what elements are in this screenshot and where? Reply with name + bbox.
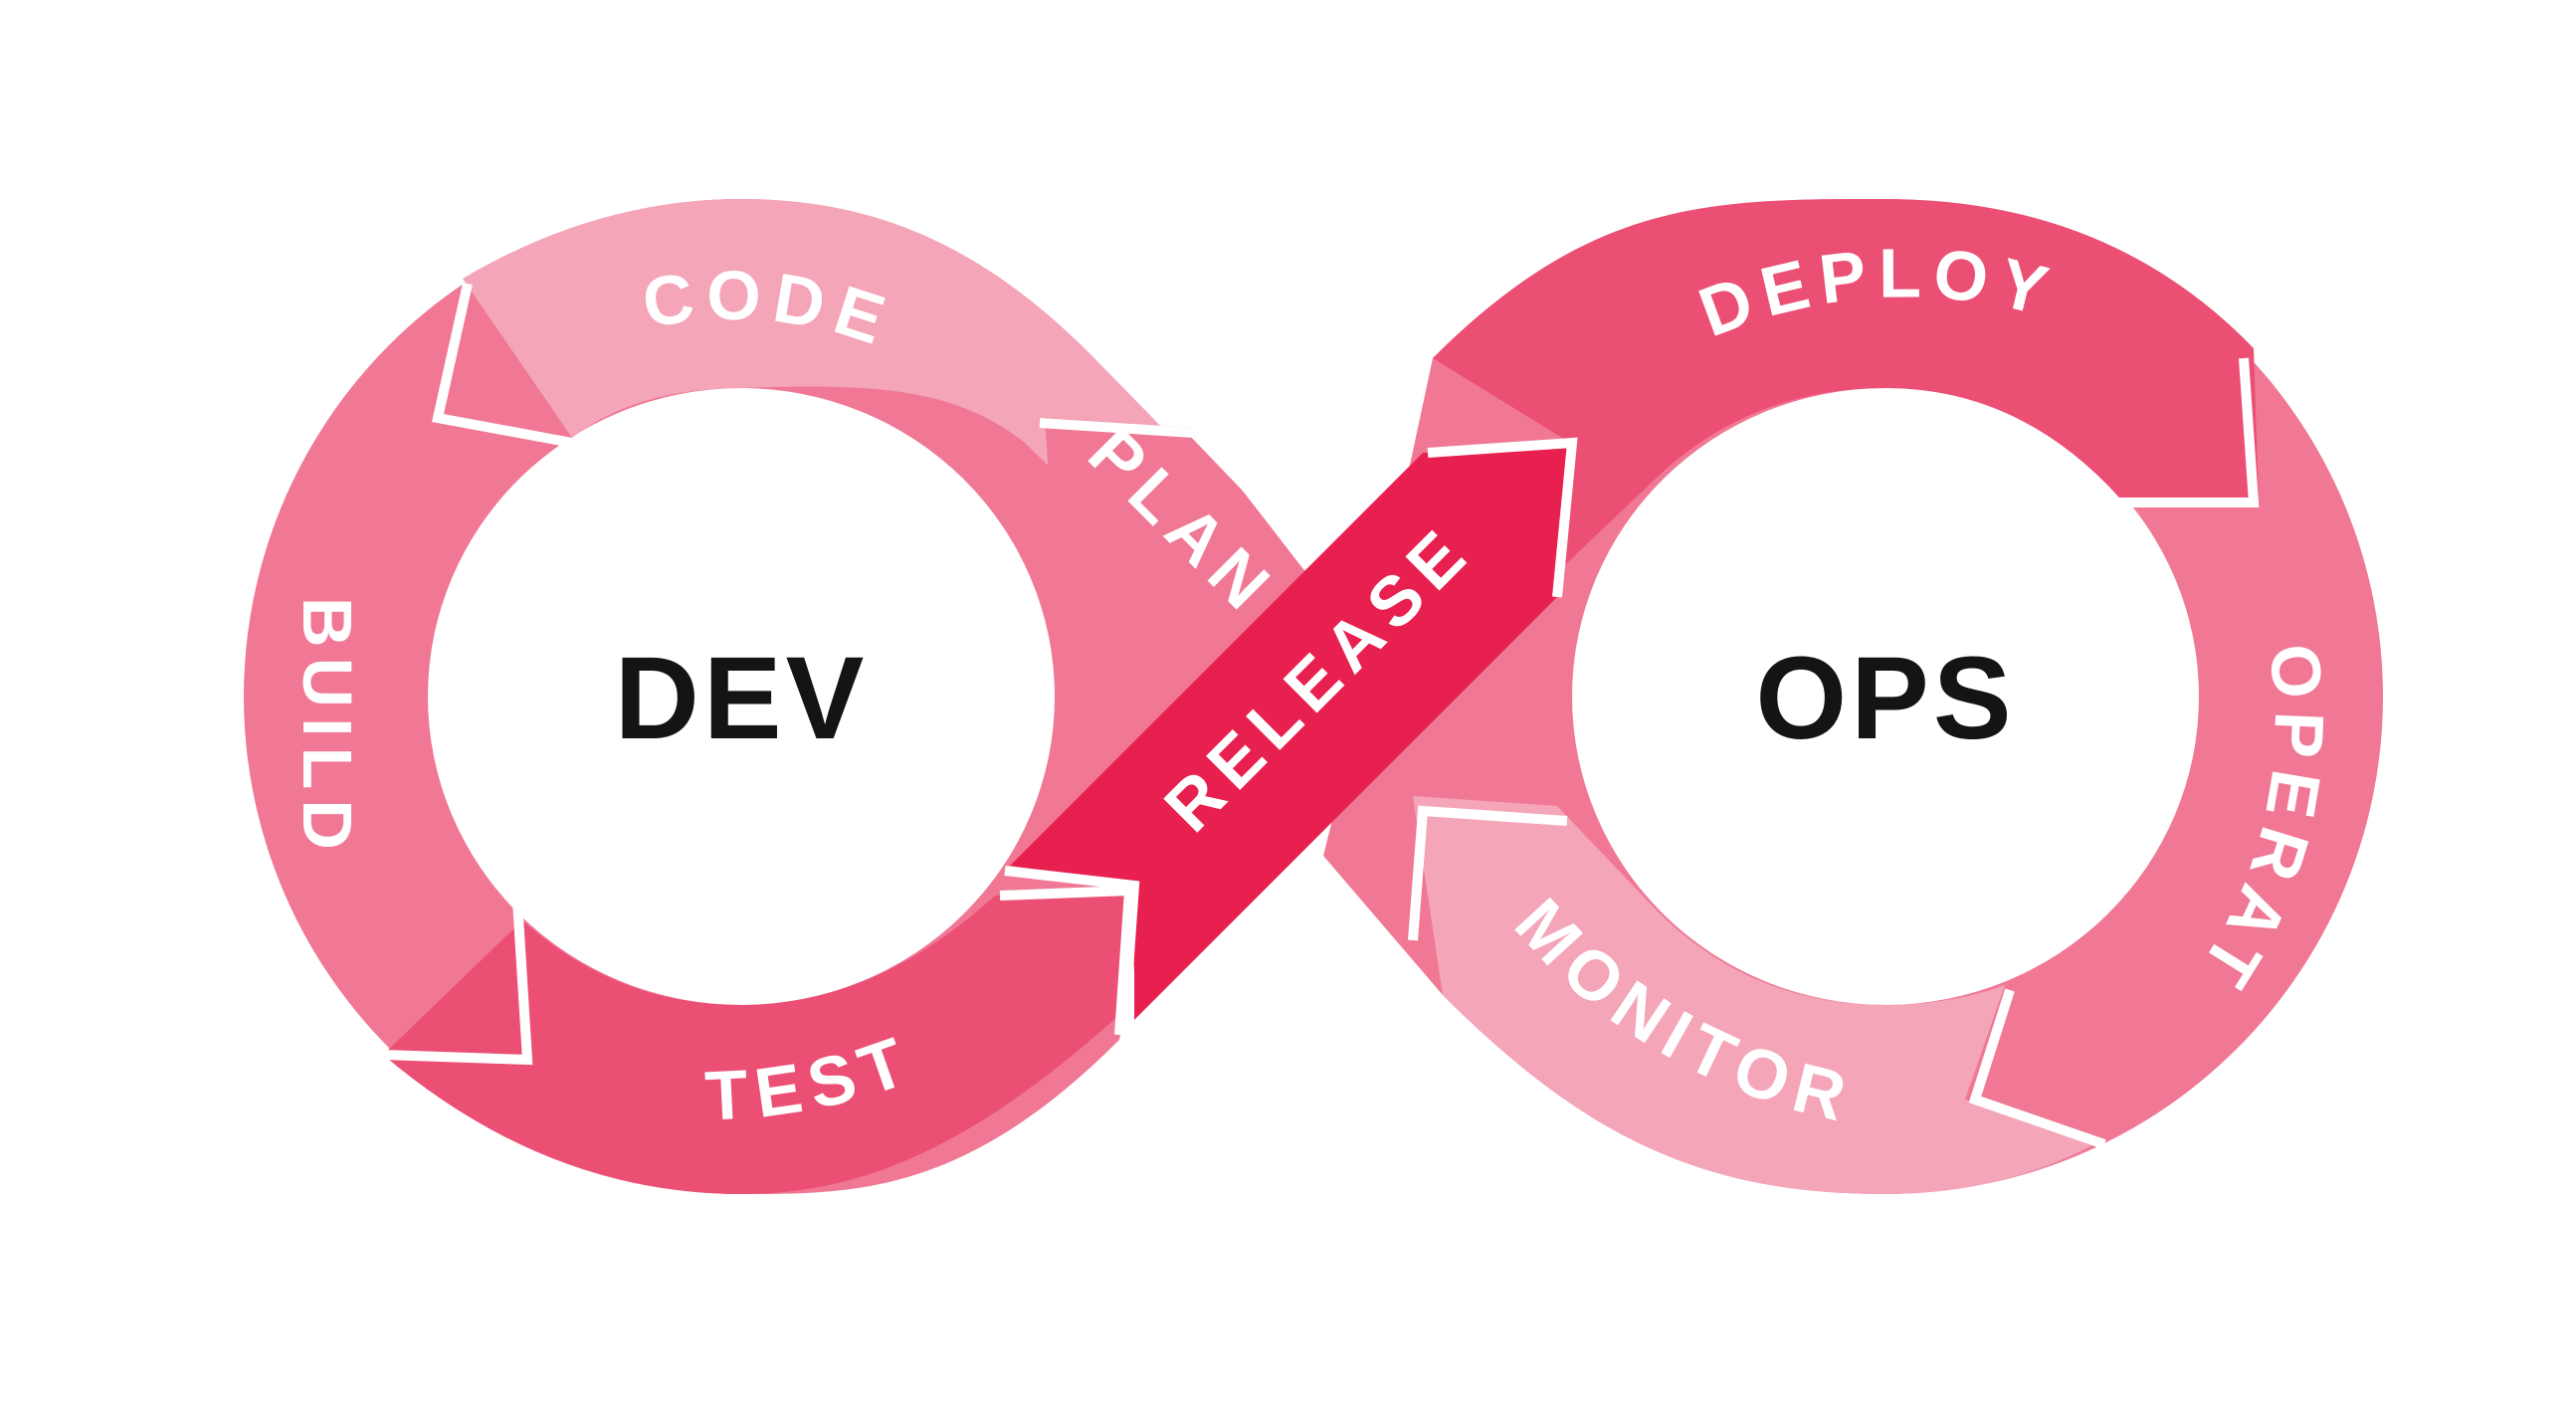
dev-hole (428, 388, 1055, 1005)
release-separator-bottom (1004, 866, 1140, 1026)
dev-hub-label: DEV (615, 633, 869, 764)
dev-loop: DEV CODE BUILD TEST PLAN (244, 199, 1317, 1194)
release-separator-top (1427, 437, 1578, 598)
monitor-segment (1413, 796, 2094, 1194)
plan-segment (1045, 418, 1313, 687)
code-segment (463, 199, 1313, 637)
ops-hole (1572, 388, 2199, 1005)
ops-separators (1408, 357, 2260, 1149)
test-segment (383, 886, 1134, 1194)
deploy-segment (1433, 199, 2259, 577)
ops-hub-label: OPS (1755, 633, 2015, 764)
release-segment (1010, 443, 1572, 1020)
build-label: BUILD (289, 597, 366, 860)
